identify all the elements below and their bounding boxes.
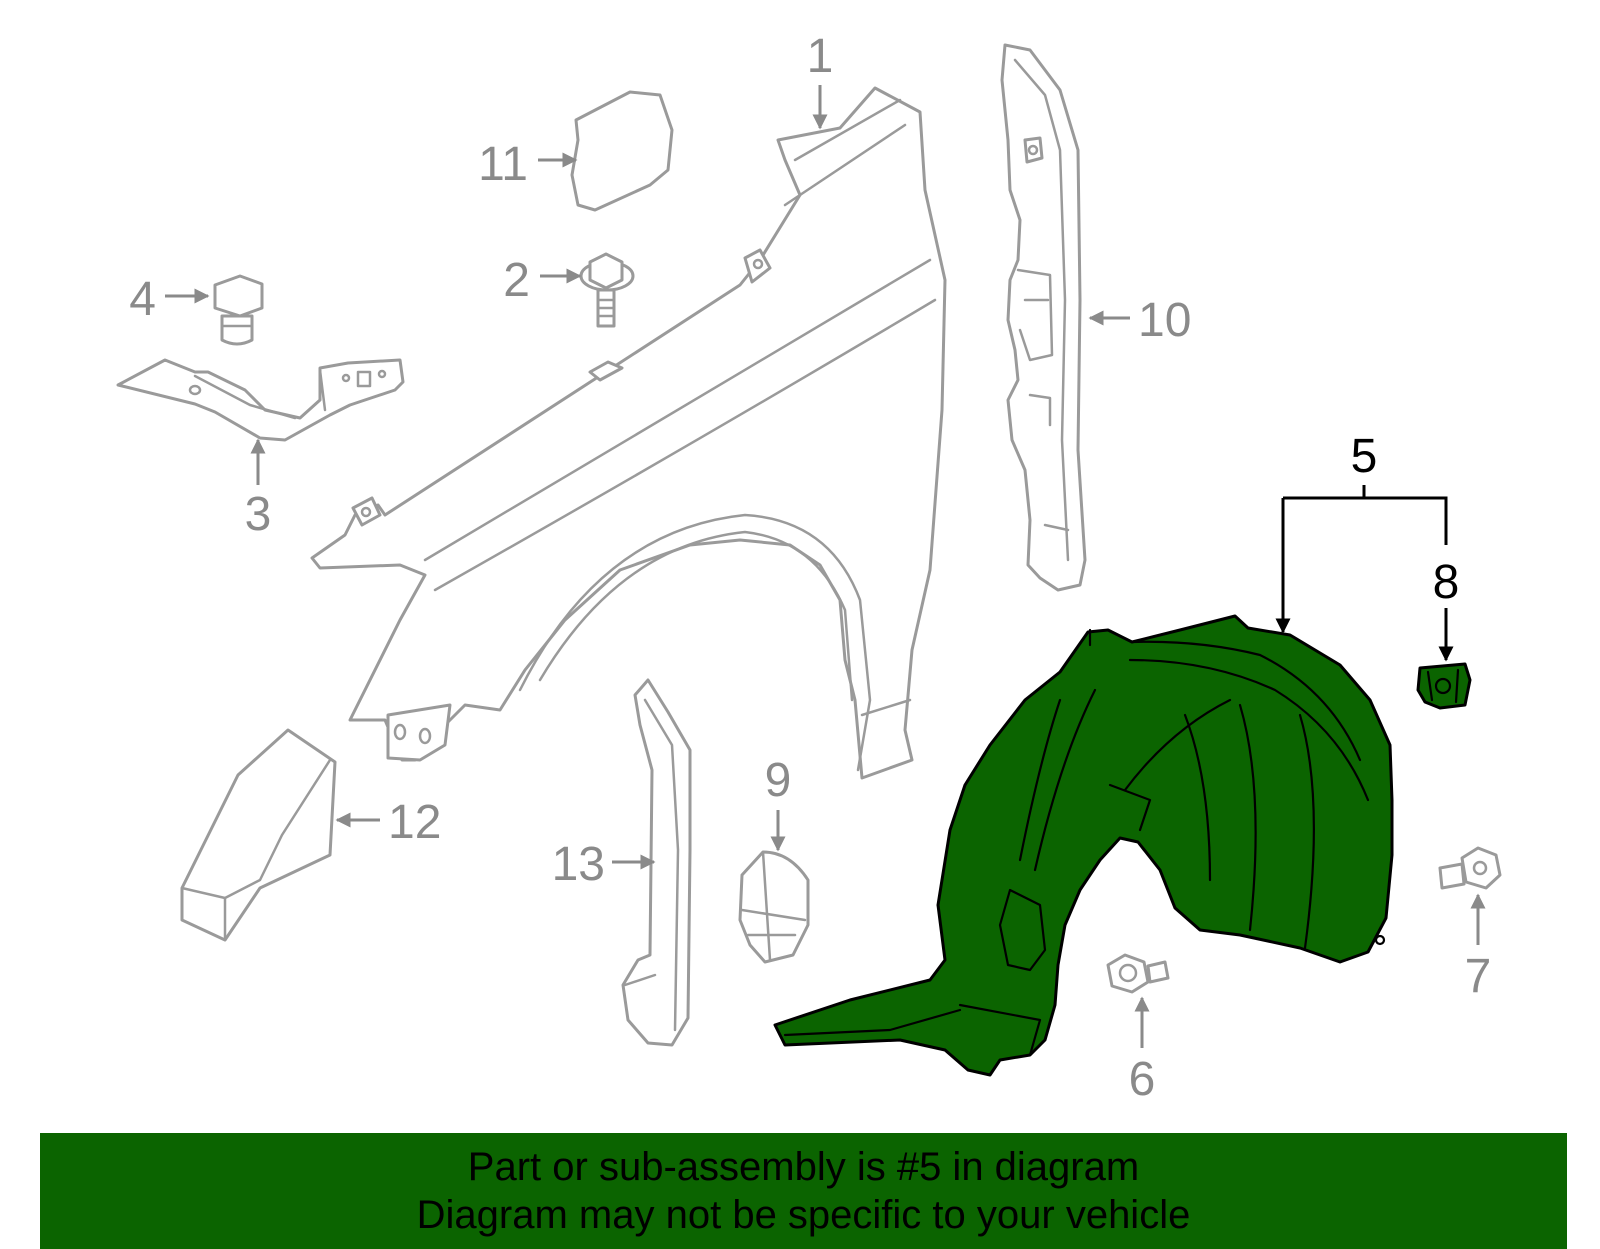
callout-8: 8 <box>1433 556 1460 609</box>
callout-3: 3 <box>245 488 272 541</box>
callout-1: 1 <box>807 30 834 83</box>
block-part-12 <box>180 728 337 942</box>
splash-shield-part-5 <box>773 614 1394 1077</box>
bolt-part-7 <box>1438 846 1502 890</box>
callout-labels: 1 11 2 4 3 10 12 13 9 6 7 5 8 <box>129 30 1491 1106</box>
banner-line-2: Diagram may not be specific to your vehi… <box>416 1193 1191 1237</box>
callout-10: 10 <box>1138 294 1191 347</box>
plug-part-9 <box>738 850 810 964</box>
callout-4: 4 <box>129 273 156 326</box>
bolt-part-4 <box>213 274 264 346</box>
strip-part-13 <box>621 678 692 1047</box>
bolt-part-6 <box>1106 953 1170 994</box>
callout-7: 7 <box>1465 950 1492 1003</box>
fender-part-1 <box>310 86 947 780</box>
bracket-part-3 <box>116 358 405 442</box>
leader-5-bracket <box>1283 496 1448 545</box>
info-banner: Part or sub-assembly is #5 in diagram Di… <box>40 1133 1567 1249</box>
callout-11: 11 <box>478 138 528 191</box>
callout-2: 2 <box>503 254 530 307</box>
bolt-part-2 <box>579 252 635 328</box>
callout-13: 13 <box>552 838 605 891</box>
banner-line-1: Part or sub-assembly is #5 in diagram <box>467 1145 1140 1189</box>
callout-9: 9 <box>765 754 792 807</box>
strip-part-10 <box>1000 43 1087 592</box>
leader-lines <box>165 85 1486 1048</box>
callout-5: 5 <box>1351 430 1378 483</box>
cap-part-11 <box>570 90 674 212</box>
callout-12: 12 <box>388 796 441 849</box>
clip-part-8 <box>1416 662 1472 710</box>
callout-6: 6 <box>1129 1053 1156 1106</box>
